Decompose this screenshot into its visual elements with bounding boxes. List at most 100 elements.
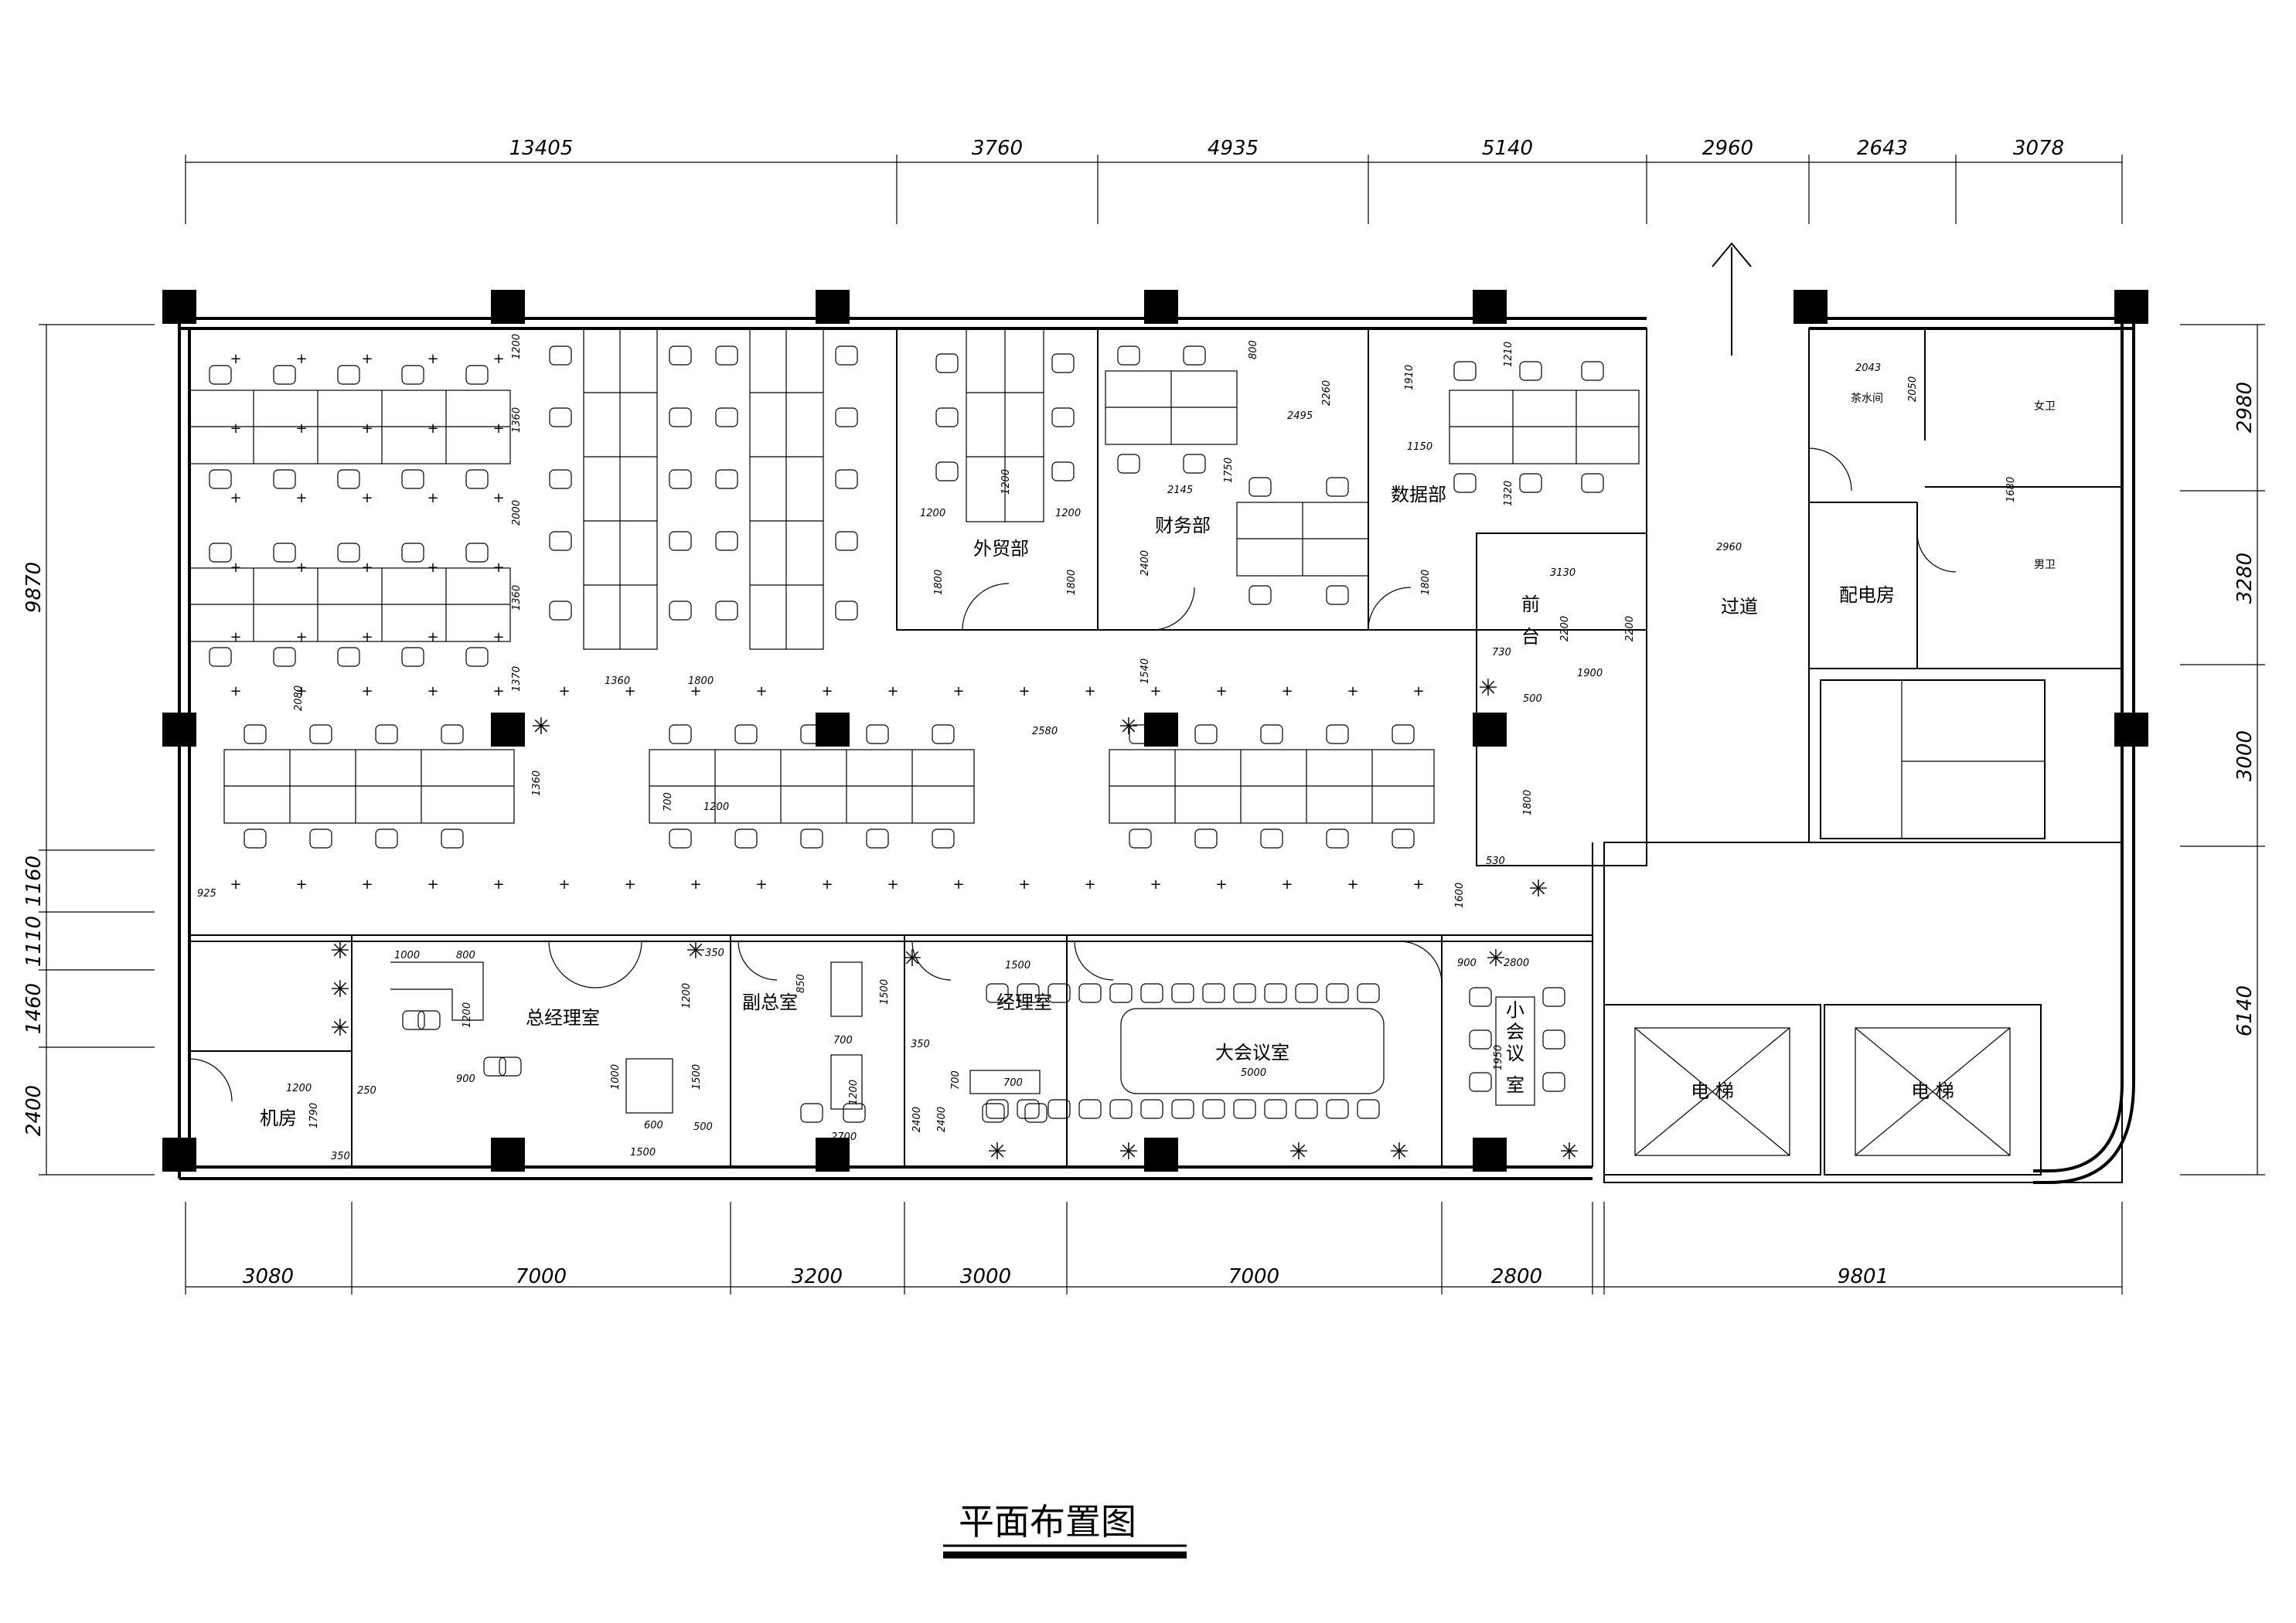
svg-text:2043: 2043 [1855,362,1881,374]
chair-icon [1171,1099,1194,1119]
chair-icon [401,469,424,489]
chair-icon [1183,454,1206,474]
svg-text:1360: 1360 [605,675,630,687]
svg-text:250: 250 [357,1085,376,1097]
dim-top-7: 3078 [2013,137,2064,160]
svg-text:500: 500 [693,1121,713,1133]
ceiling-light-icon: + [1084,683,1095,699]
ceiling-light-icon: + [230,420,241,437]
plant-icon: ✳ [330,937,349,965]
left-dimension-line: 9870 1160 1110 1460 2400 [22,324,155,1176]
chair-icon [715,531,738,551]
chair-icon [1326,829,1349,849]
ceiling-light-icon: + [295,876,307,893]
dim-top-2: 3760 [972,137,1023,160]
plant-icon: ✳ [531,713,550,740]
svg-text:350: 350 [331,1151,350,1162]
chair-icon [1183,345,1206,366]
ceiling-light-icon: + [427,351,438,367]
svg-text:1150: 1150 [1407,441,1432,453]
room-small-meeting-1: 小 [1506,999,1524,1021]
svg-text:1800: 1800 [1066,570,1078,595]
chair-icon [1260,829,1283,849]
ceiling-light-icon: + [952,683,964,699]
ceiling-light-icon: + [492,351,504,367]
ceiling-light-icon: + [558,876,570,893]
chair-icon [441,724,464,744]
svg-text:1210: 1210 [1503,342,1514,367]
svg-text:1500: 1500 [691,1064,703,1090]
chair-icon [1202,1099,1225,1119]
chair-icon [1202,983,1225,1003]
ceiling-light-icon: + [755,876,767,893]
chair-icon [715,469,738,489]
chair-icon [1326,724,1349,744]
chair-icon [715,601,738,621]
room-power: 配电房 [1839,584,1895,606]
chair-icon [1519,473,1542,493]
chair-icon [499,1056,522,1077]
chair-icon [1469,1072,1492,1092]
chair-icon [1581,473,1604,493]
ceiling-light-icon: + [624,683,635,699]
north-arrow-icon [1712,242,1752,356]
dim-top-1: 13405 [509,137,574,160]
bottom-dimension-line: 3080 7000 3200 3000 7000 2800 9801 [185,1202,2123,1295]
chair-icon [1326,585,1349,605]
svg-text:800: 800 [456,950,475,961]
ceiling-light-icon: + [361,683,373,699]
chair-icon [1194,829,1218,849]
room-large-meeting: 大会议室 [1215,1042,1289,1063]
chair-icon [1194,724,1218,744]
chair-icon [1519,361,1542,381]
chair-icon [935,407,959,427]
chair-icon [669,601,692,621]
chair-icon [1024,1103,1048,1123]
svg-text:1200: 1200 [848,1080,860,1105]
room-elevator-2: 电 梯 [1911,1080,1954,1102]
room-small-meeting-3: 议 [1506,1043,1524,1064]
svg-text:1500: 1500 [630,1147,656,1159]
ceiling-light-icon: + [558,683,570,699]
chair-icon [1453,361,1477,381]
ceiling-light-icon: + [427,560,438,576]
top-dimension-line: 13405 3760 4935 5140 2960 2643 3078 [185,137,2123,224]
svg-text:1500: 1500 [879,979,891,1005]
chair-icon [209,647,232,667]
chair-icon [1357,983,1380,1003]
svg-text:2000: 2000 [511,500,523,526]
chair-icon [1233,983,1256,1003]
ceiling-light-icon: + [295,420,307,437]
ceiling-light-icon: + [1281,876,1293,893]
svg-text:1200: 1200 [511,334,523,359]
svg-text:700: 700 [663,792,674,812]
plant-icon: ✳ [1119,713,1138,740]
chair-icon [1264,983,1287,1003]
plant-icon: ✳ [1528,876,1548,903]
ceiling-light-icon: + [361,420,373,437]
room-deputy: 副总室 [742,992,798,1013]
dim-left-2: 1160 [22,856,46,907]
chair-icon [1233,1099,1256,1119]
ceiling-light-icon: + [295,351,307,367]
chair-icon [273,543,296,563]
room-gm: 总经理室 [526,1007,600,1029]
chair-icon [309,724,332,744]
chair-icon [209,365,232,385]
chair-icon [715,345,738,366]
svg-text:1600: 1600 [1454,883,1466,908]
svg-text:5000: 5000 [1241,1067,1266,1079]
plant-icon: ✳ [330,1015,349,1042]
chair-icon [800,724,823,744]
ceiling-light-icon: + [230,683,241,699]
chair-icon [1048,983,1071,1003]
room-foreign-trade: 外贸部 [973,538,1029,560]
svg-text:1360: 1360 [511,407,523,433]
plant-icon: ✳ [1289,1138,1308,1165]
ceiling-light-icon: + [755,683,767,699]
svg-text:1200: 1200 [681,983,693,1009]
plant-icon: ✳ [686,937,705,965]
chair-icon [337,543,360,563]
svg-text:1950: 1950 [1493,1045,1504,1070]
